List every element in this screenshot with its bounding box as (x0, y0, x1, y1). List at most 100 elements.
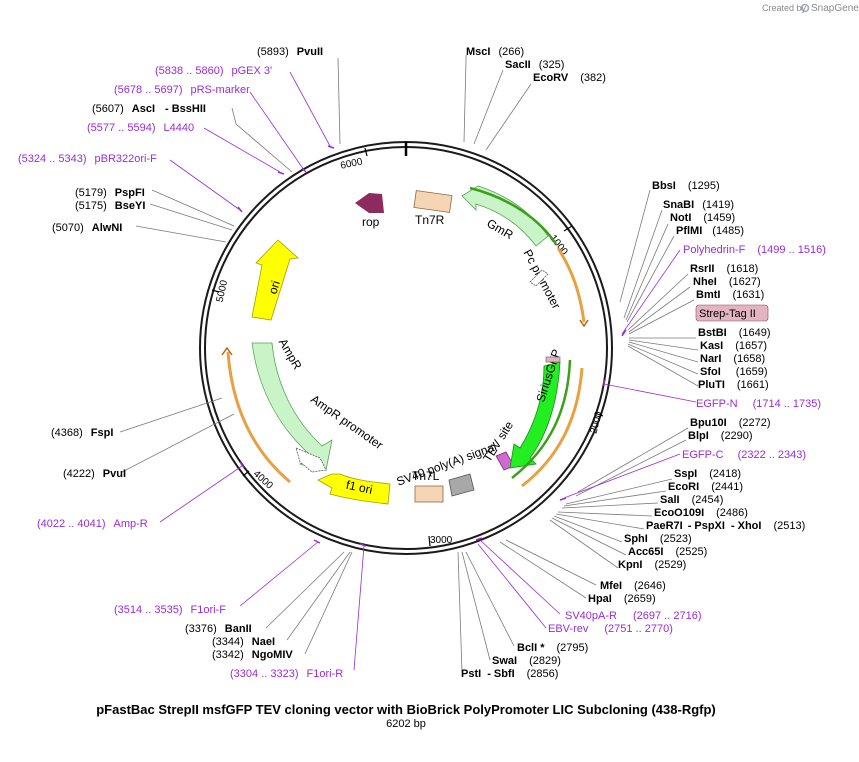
primer-f1ori-f: (3514 .. 3535)F1ori-F (114, 604, 226, 616)
strep-tag-feature[interactable] (545, 356, 561, 363)
strep-tag-label: Strep-Tag II (699, 308, 756, 320)
snapgene-credit: Created by SnapGene (762, 3, 859, 14)
site-fspi: (4368)FspI (51, 427, 113, 439)
site-pvui: (4222)PvuI (63, 468, 126, 480)
site-blpi: BlpI(2290) (688, 430, 753, 442)
ampr-promoter-arrow[interactable] (295, 447, 327, 473)
features: rop Tn7R GmR Pc promoter ori AmpR AmpR p… (221, 145, 627, 547)
siriusgfp-orange-arc (521, 367, 584, 488)
site-pvuii: (5893)PvuII (257, 46, 323, 58)
rop-label: rop (362, 215, 380, 229)
tick-6000: 6000 (339, 156, 363, 171)
tn7l-feature[interactable] (414, 485, 444, 503)
strep-tag-badge[interactable] (695, 304, 769, 322)
tick-2000: 2000 (588, 410, 604, 435)
f1-ori-label: f1 ori (345, 478, 374, 497)
site-labels-right: MscI(266) SacII(325) EcoRV(382) BbsI(129… (461, 46, 826, 680)
ampr-orange-arc (226, 351, 291, 484)
site-mfei: MfeI(2646) (600, 580, 666, 592)
site-hpai: HpaI(2659) (588, 593, 656, 605)
map-caption: pFastBac StrepII msfGFP TEV cloning vect… (96, 702, 716, 730)
site-sphi: SphI(2523) (624, 533, 692, 545)
tn7l-label: Tn7L (412, 469, 440, 483)
site-alwni: (5070)AlwNI (52, 222, 122, 234)
tick-5000: 5000 (215, 279, 230, 303)
rop-arrow[interactable] (355, 193, 384, 213)
leader-lines (119, 55, 699, 673)
primer-mark-7 (239, 461, 245, 469)
site-ecorv: EcoRV(382) (533, 72, 606, 84)
primer-mark-9 (277, 171, 285, 175)
ampr-promoter-label: AmpR promoter (308, 392, 385, 452)
tn7r-label: Tn7R (415, 213, 445, 227)
f1-ori-arrow[interactable] (317, 473, 391, 505)
sv40-polya-label: SV40 poly(A) signal (395, 439, 499, 488)
site-labels-left: (5893)PvuII (5838 .. 5860)pGEX 3' (5678 … (18, 46, 343, 680)
primer-mark-11 (327, 145, 335, 149)
primer-mark-4 (475, 537, 483, 541)
orange-arc-1-head (579, 319, 589, 328)
site-pflmi: PflMI(1485) (676, 225, 744, 237)
site-paer7i-pspxi-xhoi: PaeR7I-PspXI-XhoI(2513) (646, 520, 805, 532)
primer-polyhedrin-f: Polyhedrin-F(1499 .. 1516) (683, 244, 826, 256)
primer-mark-1 (621, 329, 627, 337)
site-asci-bsshii: (5607)AscI-BssHII (92, 103, 206, 115)
site-psti-sbfi: PstI-SbfI(2856) (461, 668, 558, 680)
ampr-label: AmpR (276, 336, 305, 372)
plasmid-title: pFastBac StrepII msfGFP TEV cloning vect… (96, 702, 716, 717)
site-sfoi: SfoI(1659) (700, 366, 768, 378)
site-ngomiv: (3342)NgoMIV (212, 649, 293, 661)
site-eco0109i: EcoO109I(2486) (654, 507, 748, 519)
ori-label: ori (266, 279, 283, 296)
gmr-arrow[interactable] (461, 185, 549, 247)
gmr-green-arc (469, 186, 558, 245)
site-nari: NarI(1658) (700, 353, 765, 365)
site-sacii: SacII(325) (505, 59, 564, 71)
primer-mark-5 (359, 543, 367, 547)
primer-egfp-c: EGFP-C(2322 .. 2343) (682, 449, 806, 461)
primer-mark-3 (559, 497, 567, 501)
siriusgfp-green-arc (511, 359, 572, 479)
site-bseyi: (5175)BseYI (75, 200, 145, 212)
siriusgfp-arrow[interactable] (509, 361, 561, 469)
primer-f1ori-r: (3304 .. 3323)F1ori-R (230, 668, 343, 680)
site-kasi: KasI(1657) (700, 340, 767, 352)
credit-app-name: SnapGene (811, 3, 859, 14)
primer-ebv-rev: EBV-rev(2751 .. 2770) (548, 623, 673, 635)
primer-sv40pa-r: SV40pA-R(2697 .. 2716) (565, 610, 701, 622)
plasmid-length: 6202 bp (386, 718, 426, 730)
site-bmti: BmtI(1631) (696, 289, 764, 301)
site-swai: SwaI(2829) (492, 655, 561, 667)
primer-pgex3: (5838 .. 5860)pGEX 3' (155, 65, 272, 77)
site-msci: MscI(266) (466, 46, 524, 58)
site-noti: NotI(1459) (670, 212, 735, 224)
site-ecori: EcoRI(2441) (668, 481, 743, 493)
site-bstbi: BstBI(1649) (698, 327, 771, 339)
site-nhei: NheI(1627) (693, 276, 761, 288)
site-naei: (3344)NaeI (212, 636, 275, 648)
primer-mark-6 (313, 539, 321, 544)
site-sali: SalI(2454) (660, 494, 723, 506)
site-banii: (3376)BanII (185, 623, 252, 635)
site-snabi: SnaBI(1419) (663, 199, 734, 211)
tn7r-feature[interactable] (413, 190, 453, 213)
primer-pbr322ori-f: (5324 .. 5343)pBR322ori-F (18, 153, 157, 165)
sv40-polya-feature[interactable] (448, 473, 475, 497)
site-pspfi: (5179)PspFI (75, 187, 145, 199)
primer-amp-r: (4022 .. 4041)Amp-R (37, 518, 148, 530)
plasmid-backbone (199, 141, 613, 555)
site-rsrii: RsrII(1618) (690, 263, 758, 275)
snapgene-logo-icon (800, 3, 810, 13)
site-bpu10i: Bpu10I(2272) (690, 417, 770, 429)
primer-l4440: (5577 .. 5594)L4440 (87, 122, 194, 134)
pc-promoter-arrow[interactable] (529, 269, 549, 287)
primer-prs-marker: (5678 .. 5697)pRS-marker (114, 84, 250, 96)
credit-created-by: Created by (762, 3, 807, 13)
site-acc65i: Acc65I(2525) (628, 546, 707, 558)
primer-egfp-n: EGFP-N(1714 .. 1735) (696, 398, 821, 410)
primer-mark-8 (237, 206, 243, 213)
site-bbsi: BbsI(1295) (652, 180, 720, 192)
ori-arrow[interactable] (251, 239, 299, 321)
site-sspi: SspI(2418) (674, 468, 741, 480)
